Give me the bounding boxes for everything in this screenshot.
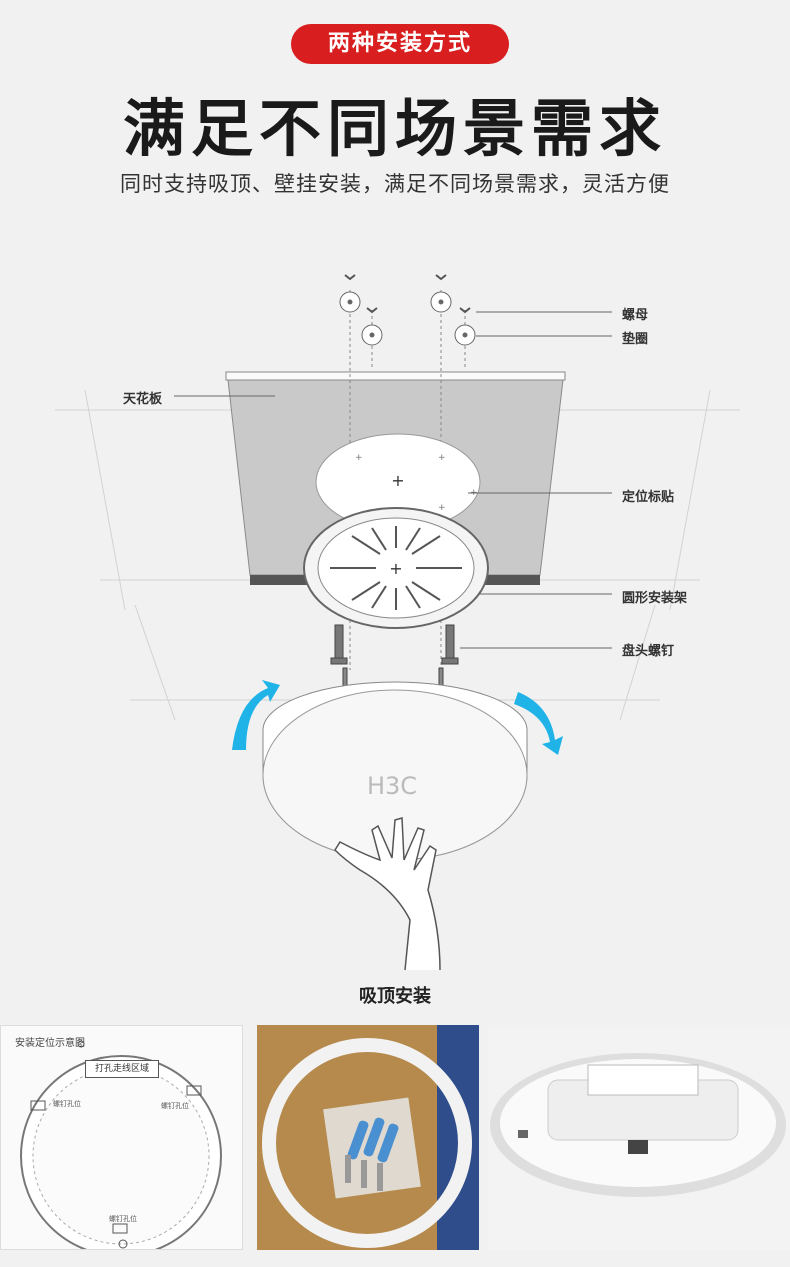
ap-back-photo — [488, 1025, 790, 1250]
pan-head-screws — [330, 624, 459, 689]
hand-icon — [334, 817, 441, 971]
template-title: 安装定位示意图 — [15, 1038, 85, 1049]
label-ceiling: 天花板 — [123, 392, 163, 407]
label-sticker: 定位标贴 — [622, 490, 675, 505]
install-modes-badge: 两种安装方式 — [291, 24, 509, 64]
bracket-photo — [257, 1025, 479, 1250]
ceiling-install-diagram: + + + + + + — [55, 274, 740, 971]
label-washer: 垫圈 — [622, 332, 649, 347]
page-subtitle: 同时支持吸顶、壁挂安装，满足不同场景需求，灵活方便 — [120, 172, 670, 196]
label-nut: 螺母 — [622, 308, 649, 323]
template-hole-bottom-label: 螺钉孔位 — [109, 1215, 137, 1223]
svg-text:+: + — [438, 453, 446, 463]
diagram-caption: 吸顶安装 — [359, 986, 431, 1007]
label-screw: 盘头螺钉 — [622, 644, 675, 659]
device-logo: H3C — [367, 772, 417, 800]
svg-text:+: + — [389, 559, 402, 578]
round-bracket: + — [303, 507, 489, 629]
svg-text:+: + — [355, 453, 363, 463]
rotation-arrows — [232, 680, 563, 755]
svg-text:+: + — [391, 471, 404, 490]
label-bracket: 圆形安装架 — [622, 591, 688, 606]
template-photo: 安装定位示意图 打孔走线区域 螺钉孔位 螺钉孔位 螺钉孔位 — [0, 1025, 243, 1250]
page-title: 满足不同场景需求 — [122, 92, 667, 165]
rotate-left-arrow-icon — [232, 680, 280, 750]
rotate-right-arrow-icon — [514, 692, 563, 755]
template-hole-left-label: 螺钉孔位 — [53, 1100, 81, 1108]
nuts-and-washers — [339, 274, 476, 346]
template-hole-right-label: 螺钉孔位 — [161, 1102, 189, 1110]
svg-text:+: + — [438, 503, 446, 513]
template-drill-area: 打孔走线区域 — [85, 1060, 159, 1078]
positioning-sticker: + + + + + — [315, 433, 481, 531]
access-point-device: H3C — [262, 681, 528, 861]
